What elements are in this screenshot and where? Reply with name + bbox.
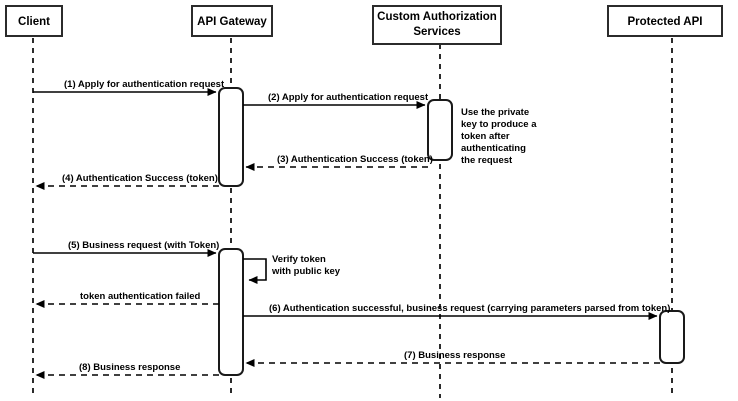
participant-protected-api[interactable]: Protected API xyxy=(607,5,723,37)
message-7[interactable]: (7) Business response xyxy=(245,350,660,367)
participant-box-protected-api xyxy=(607,5,723,37)
message-self-verify-arrow xyxy=(243,258,267,284)
participant-label-client: Client xyxy=(18,16,50,28)
activation-protected-api xyxy=(659,310,685,364)
message-5[interactable]: (5) Business request (with Token) xyxy=(33,240,219,257)
message-3[interactable]: (3) Authentication Success (token) xyxy=(245,154,433,171)
message-6-label: (6) Authentication successful, business … xyxy=(269,303,670,314)
participant-custom-authorization-services[interactable]: Custom Authorization Services xyxy=(372,5,502,45)
participant-box-client xyxy=(5,5,63,37)
message-2-label: (2) Apply for authentication request xyxy=(268,92,429,103)
activation-api-gateway-auth xyxy=(218,87,244,187)
participant-box-api-gateway xyxy=(191,5,273,37)
note-private-key-line-4: authenticating xyxy=(461,143,526,154)
message-token-authentication-failed-label: token authentication failed xyxy=(80,291,201,302)
activation-api-gateway-business xyxy=(218,248,244,376)
message-1-label: (1) Apply for authentication request xyxy=(64,79,225,90)
participant-label-custom-authorization-services-line2: Services xyxy=(413,26,460,38)
activation-custom-authorization-services xyxy=(427,99,453,161)
participant-label-custom-authorization-services-line1: Custom Authorization xyxy=(377,11,497,23)
note-private-key-line-1: Use the private xyxy=(461,107,529,118)
message-8-label: (8) Business response xyxy=(79,362,180,373)
message-3-label: (3) Authentication Success (token) xyxy=(277,154,433,165)
message-6[interactable]: (6) Authentication successful, business … xyxy=(243,303,670,320)
participant-label-protected-api: Protected API xyxy=(628,16,703,28)
participant-box-custom-authorization-services xyxy=(372,5,502,45)
note-private-key-line-2: key to produce a xyxy=(461,119,537,130)
note-private-key-line-3: token after xyxy=(461,131,510,142)
note-private-key: Use the private key to produce a token a… xyxy=(461,107,537,166)
note-private-key-line-5: the request xyxy=(461,155,513,166)
message-7-label: (7) Business response xyxy=(404,350,505,361)
activation-bars-group xyxy=(218,87,685,376)
message-5-label: (5) Business request (with Token) xyxy=(68,240,219,251)
message-2[interactable]: (2) Apply for authentication request xyxy=(243,92,429,109)
message-self-verify[interactable]: Verify token with public key xyxy=(243,254,341,284)
participant-client[interactable]: Client xyxy=(5,5,63,37)
message-8[interactable]: (8) Business response xyxy=(35,362,219,379)
message-self-verify-label-line2: with public key xyxy=(271,266,341,277)
participant-label-api-gateway: API Gateway xyxy=(197,16,267,28)
message-1[interactable]: (1) Apply for authentication request xyxy=(33,79,225,96)
message-4[interactable]: (4) Authentication Success (token) xyxy=(35,173,219,190)
participant-api-gateway[interactable]: API Gateway xyxy=(191,5,273,37)
message-self-verify-label-line1: Verify token xyxy=(272,254,326,265)
message-4-label: (4) Authentication Success (token) xyxy=(62,173,218,184)
message-token-authentication-failed[interactable]: token authentication failed xyxy=(35,291,219,308)
